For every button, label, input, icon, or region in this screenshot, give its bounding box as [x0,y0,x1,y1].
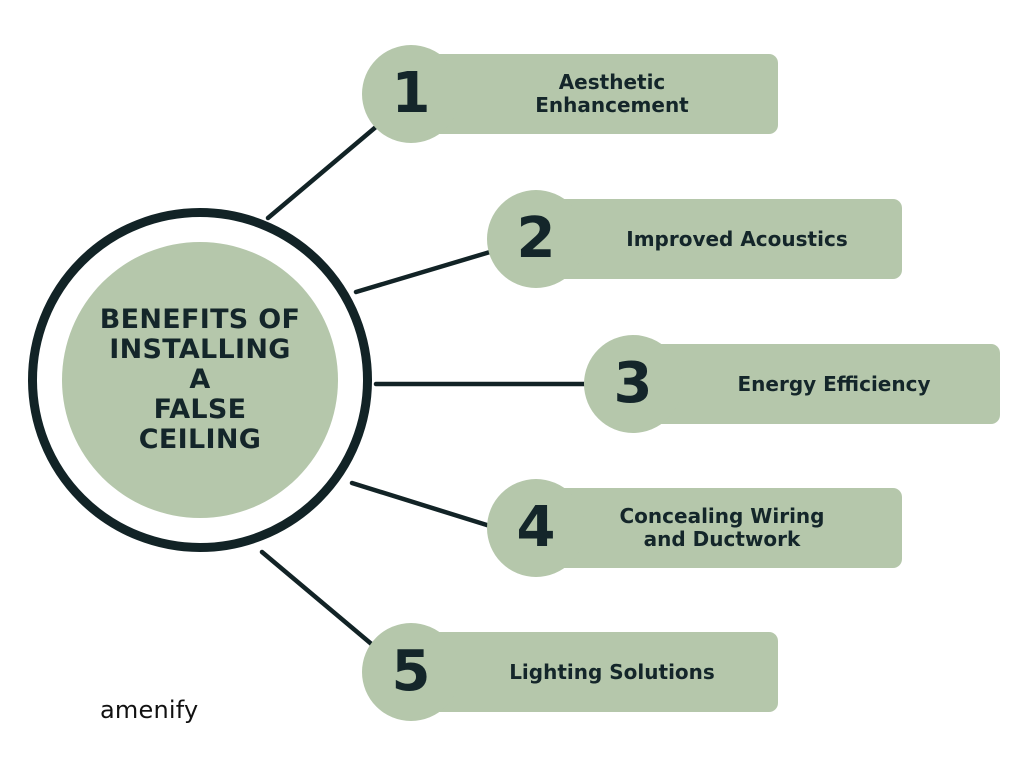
benefit-label: Improved Acoustics [626,226,848,251]
hub-disc [62,242,338,518]
benefit-number: 2 [516,206,556,271]
connector-line-2 [353,249,493,295]
benefit-number: 5 [391,639,431,704]
benefit-label: Energy Efficiency [737,371,931,396]
benefit-bar [531,199,902,279]
benefit-bar [628,344,1000,424]
benefit-badge: 4 [487,479,585,577]
connector-line-4 [349,480,493,529]
brand-logo: amenify [100,696,199,724]
benefit-item-2: 2 Improved Acoustics [487,190,902,288]
benefit-bar [406,632,778,712]
benefit-number: 1 [391,61,431,126]
benefit-badge: 3 [584,335,682,433]
benefit-item-1: 1 Aesthetic Enhancement [362,45,778,143]
benefit-label: Aesthetic Enhancement [535,70,689,117]
benefit-bar [531,488,902,568]
benefit-badge: 5 [362,623,460,721]
benefit-bar [406,54,778,134]
hub-title: BENEFITS OF INSTALLING A FALSE CEILING [62,242,338,518]
connector-line-5 [259,549,378,650]
benefit-badge: 1 [362,45,460,143]
connector-line-1 [265,123,380,221]
hub-title-text: BENEFITS OF INSTALLING A FALSE CEILING [99,304,301,455]
benefit-badge: 2 [487,190,585,288]
benefit-item-4: 4 Concealing Wiring and Ductwork [487,479,902,577]
benefit-label: Concealing Wiring and Ductwork [619,504,825,551]
benefit-item-3: 3 Energy Efficiency [584,335,1000,433]
benefit-number: 4 [516,495,556,560]
benefit-number: 3 [613,351,653,416]
benefit-item-5: 5 Lighting Solutions [362,623,778,721]
benefit-label: Lighting Solutions [509,659,715,684]
